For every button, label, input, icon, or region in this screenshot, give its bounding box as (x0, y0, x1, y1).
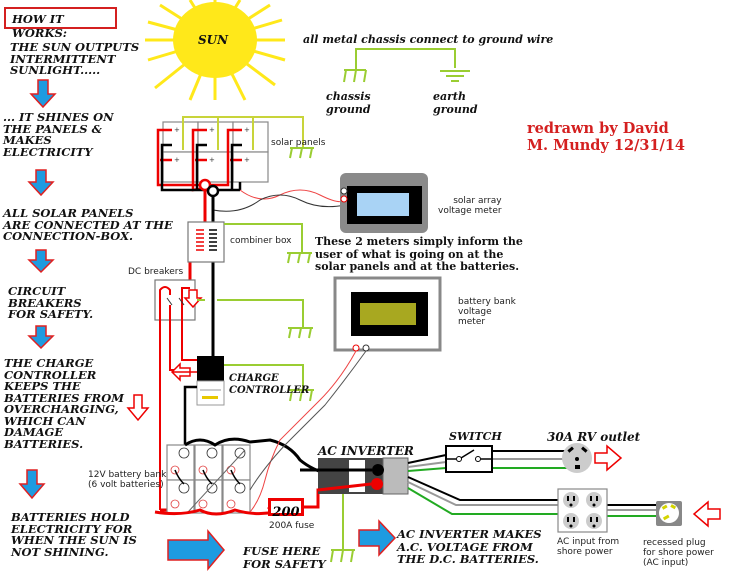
ground-legend (343, 48, 470, 83)
charge-controller-icon (170, 356, 314, 445)
fuse-200a: 200 (268, 498, 304, 519)
svg-text:+: + (244, 126, 250, 134)
svg-text:+: + (174, 156, 180, 164)
solar-meter-label: solar array voltage meter (438, 196, 502, 217)
rv-outlet-icon (562, 443, 592, 473)
how-it-works-box: HOW IT WORKS: (4, 7, 117, 40)
meters-note: These 2 meters simply inform the user of… (315, 235, 523, 274)
fuse-callout: FUSE HERE FOR SAFETY (243, 544, 326, 571)
step-breakers: CIRCUIT BREAKERS FOR SAFETY. (8, 284, 94, 321)
battery-bank-meter-icon (333, 276, 442, 352)
earth-ground-label: earth ground (433, 90, 478, 117)
down-arrow-icon (27, 169, 55, 197)
switch-label: SWITCH (449, 430, 502, 443)
combiner-box-icon (187, 221, 312, 264)
battery-meter-label: battery bank voltage meter (458, 297, 516, 328)
inverter-callout: AC INVERTER MAKES A.C. VOLTAGE FROM THE … (397, 527, 542, 567)
right-arrow-icon (358, 519, 397, 557)
charge-controller-label: CHARGE CONTROLLER (229, 373, 310, 396)
recessed-plug-label: recessed plug for shore power (AC input) (643, 538, 714, 569)
switch-icon (445, 445, 493, 473)
solar-meter-leads (212, 189, 346, 212)
down-arrow-outline-icon (126, 394, 150, 422)
svg-text:+: + (209, 126, 215, 134)
step-panels: ... IT SHINES ON THE PANELS & MAKES ELEC… (3, 110, 114, 159)
how-it-works-label: HOW IT WORKS: (12, 12, 68, 40)
ac-input-outlet-icon (557, 488, 608, 533)
dc-breakers-label: DC breakers (128, 267, 184, 277)
step-charge-controller: THE CHARGE CONTROLLER KEEPS THE BATTERIE… (4, 356, 124, 451)
down-arrow-icon (27, 249, 55, 274)
solar-array-meter-icon (340, 173, 428, 233)
step-sun: THE SUN OUTPUTS INTERMITTENT SUNLIGHT...… (10, 40, 140, 77)
solar-panels-label: solar panels (271, 138, 326, 148)
fuse-value: 200 (272, 505, 300, 520)
rv-outlet-label: 30A RV outlet (547, 430, 641, 444)
recessed-plug-icon (656, 501, 682, 526)
fuse-label: 200A fuse (269, 521, 315, 531)
ac-input-label: AC input from shore power (557, 537, 620, 558)
solar-panels-icon: + + + + + + (156, 116, 314, 198)
ground-legend-title: all metal chassis connect to ground wire (303, 33, 554, 46)
shore-power-input-arrow-icon (692, 500, 721, 528)
battery-bank-icon (154, 437, 401, 516)
combiner-box-label: combiner box (230, 236, 292, 246)
dc-breakers-icon (154, 279, 313, 510)
ac-inverter-icon (300, 457, 409, 563)
battery-bank-label: 12V battery bank (6 volt batteries) (88, 470, 167, 491)
chassis-ground-label: chassis ground (326, 90, 371, 117)
sun-label: SUN (198, 33, 229, 47)
step-batteries: BATTERIES HOLD ELECTRICITY FOR WHEN THE … (11, 510, 137, 559)
rv-output-arrow-icon (594, 444, 623, 472)
svg-text:+: + (174, 126, 180, 134)
down-arrow-icon (27, 325, 55, 350)
credit-text: redrawn by David M. Mundy 12/31/14 (527, 120, 686, 154)
ac-inverter-label: AC INVERTER (318, 444, 414, 458)
svg-text:+: + (209, 156, 215, 164)
svg-text:+: + (244, 156, 250, 164)
sun-icon (145, 0, 286, 101)
step-connection-box: ALL SOLAR PANELS ARE CONNECTED AT THE CO… (3, 206, 173, 243)
right-arrow-icon (167, 528, 225, 572)
down-arrow-icon (18, 469, 46, 500)
flow-arrows (18, 79, 397, 572)
down-arrow-icon (29, 79, 57, 109)
